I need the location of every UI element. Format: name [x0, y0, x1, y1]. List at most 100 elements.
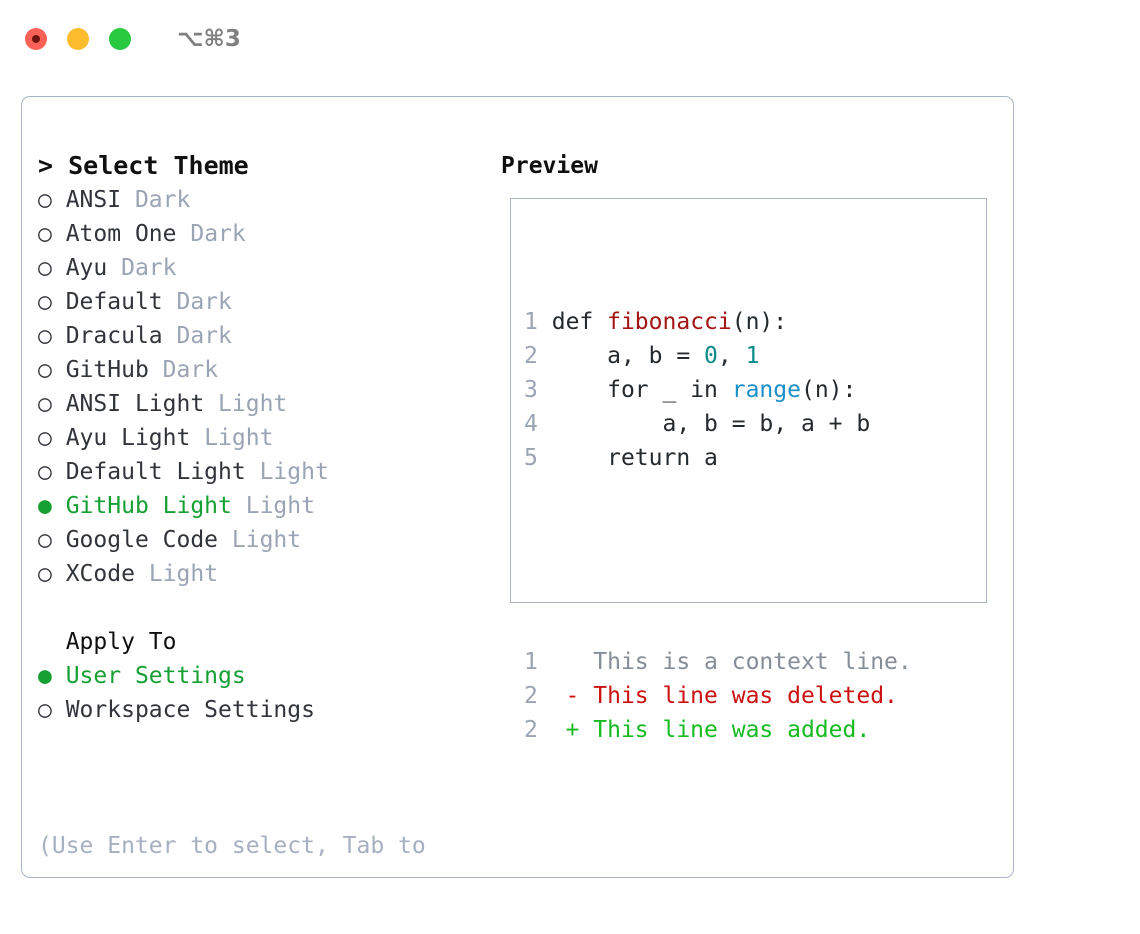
- theme-option-atom-one[interactable]: ○ Atom One Dark: [38, 217, 498, 251]
- theme-option-gap: [149, 357, 163, 383]
- apply-to-option-user-settings[interactable]: ● User Settings: [38, 659, 498, 693]
- code-diff-separator: [524, 543, 912, 577]
- theme-option-name: ANSI: [65, 187, 122, 213]
- theme-option-name: GitHub Light: [65, 493, 232, 519]
- theme-selector-column: > Select Theme ○ ANSI Dark○ Atom One Dar…: [38, 149, 498, 934]
- keyboard-hint: (Use Enter to select, Tab to change focu…: [38, 761, 458, 934]
- theme-option-name: Default Light: [65, 459, 246, 485]
- diff-line-number: 2: [524, 717, 538, 743]
- theme-option-name: XCode: [65, 561, 135, 587]
- code-token: 0: [704, 343, 718, 369]
- hint-spacer: [38, 727, 498, 761]
- theme-option-gap: [121, 187, 135, 213]
- code-gutter-gap: [538, 343, 552, 369]
- theme-option-google-code[interactable]: ○ Google Code Light: [38, 523, 498, 557]
- theme-option-gap: [246, 459, 260, 485]
- code-token: a, b = b, a + b: [551, 411, 871, 437]
- diff-line-number: 1: [524, 649, 538, 675]
- diff-line-del: 2 - This line was deleted.: [524, 679, 912, 713]
- code-token: 1: [745, 343, 760, 369]
- list-spacer: [38, 591, 498, 625]
- diff-marker: [538, 649, 593, 675]
- diff-text: This line was added.: [593, 717, 871, 743]
- radio-unselected-icon: ○: [38, 391, 66, 417]
- keyboard-shortcut-label: ⌥⌘3: [177, 26, 241, 52]
- theme-variant-tag: Light: [148, 561, 219, 587]
- radio-unselected-icon: ○: [38, 255, 66, 281]
- radio-unselected-icon: ○: [38, 323, 66, 349]
- theme-option-dracula[interactable]: ○ Dracula Dark: [38, 319, 498, 353]
- code-line-number: 1: [524, 309, 538, 335]
- theme-option-gap: [163, 323, 177, 349]
- code-line-number: 2: [524, 343, 538, 369]
- apply-to-option-name: User Settings: [65, 663, 246, 689]
- diff-sample: 1 This is a context line.2 - This line w…: [524, 645, 912, 747]
- theme-variant-tag: Dark: [162, 357, 219, 383]
- diff-text: This is a context line.: [593, 649, 912, 675]
- theme-option-gap: [163, 289, 177, 315]
- code-line: 3 for _ in range(n):: [524, 373, 912, 407]
- theme-variant-tag: Light: [218, 391, 288, 417]
- theme-option-gap: [204, 391, 218, 417]
- code-token: (n):: [800, 377, 857, 403]
- diff-text: This line was deleted.: [593, 683, 898, 709]
- theme-option-github-light[interactable]: ● GitHub Light Light: [38, 489, 498, 523]
- radio-unselected-icon: ○: [38, 357, 66, 383]
- radio-unselected-icon: ○: [38, 289, 66, 315]
- code-token: ,: [717, 343, 746, 369]
- keyboard-hint-line1: (Use Enter to select, Tab to: [38, 833, 426, 859]
- theme-option-default-light[interactable]: ○ Default Light Light: [38, 455, 498, 489]
- diff-line-ctx: 1 This is a context line.: [524, 645, 912, 679]
- code-gutter-gap: [538, 377, 552, 403]
- diff-marker: -: [537, 683, 594, 709]
- code-line-number: 5: [524, 445, 538, 471]
- preview-column: Preview 1 def fibonacci(n):2 a, b = 0, 1…: [501, 149, 1001, 743]
- theme-option-name: ANSI Light: [65, 391, 205, 417]
- theme-variant-tag: Dark: [190, 221, 246, 247]
- theme-option-xcode[interactable]: ○ XCode Light: [38, 557, 498, 591]
- code-token: for _ in: [551, 377, 732, 403]
- theme-option-github[interactable]: ○ GitHub Dark: [38, 353, 498, 387]
- diff-marker: +: [537, 717, 594, 743]
- theme-option-ansi[interactable]: ○ ANSI Dark: [38, 183, 498, 217]
- minimize-button-icon[interactable]: [67, 28, 89, 50]
- theme-option-ayu[interactable]: ○ Ayu Dark: [38, 251, 498, 285]
- theme-option-name: Ayu: [65, 255, 108, 281]
- theme-option-gap: [135, 561, 149, 587]
- theme-option-name: Default: [65, 289, 163, 315]
- radio-selected-icon: ●: [38, 493, 66, 519]
- code-gutter-gap: [538, 309, 552, 335]
- theme-option-gap: [218, 527, 232, 553]
- theme-variant-tag: Dark: [176, 323, 232, 349]
- title-bar: ⌥⌘3: [0, 0, 1140, 78]
- theme-option-ayu-light[interactable]: ○ Ayu Light Light: [38, 421, 498, 455]
- maximize-button-icon[interactable]: [109, 28, 131, 50]
- theme-option-default[interactable]: ○ Default Dark: [38, 285, 498, 319]
- theme-option-gap: [176, 221, 190, 247]
- code-line: 2 a, b = 0, 1: [524, 339, 912, 373]
- theme-option-ansi-light[interactable]: ○ ANSI Light Light: [38, 387, 498, 421]
- code-line: 4 a, b = b, a + b: [524, 407, 912, 441]
- apply-to-option-workspace-settings[interactable]: ○ Workspace Settings: [38, 693, 498, 727]
- code-token: a, b =: [551, 343, 705, 369]
- diff-line-number: 2: [524, 683, 538, 709]
- code-gutter-gap: [538, 445, 552, 471]
- radio-unselected-icon: ○: [38, 187, 66, 213]
- theme-variant-tag: Light: [245, 493, 315, 519]
- theme-variant-tag: Light: [204, 425, 274, 451]
- radio-unselected-icon: ○: [38, 561, 66, 587]
- theme-variant-tag: Dark: [176, 289, 232, 315]
- theme-option-gap: [232, 493, 246, 519]
- radio-unselected-icon: ○: [38, 221, 66, 247]
- code-token: def: [551, 309, 608, 335]
- code-token: range: [731, 377, 801, 403]
- code-token: fibonacci: [607, 309, 732, 335]
- theme-variant-tag: Dark: [121, 255, 177, 281]
- code-token: return a: [551, 445, 718, 471]
- close-button-icon[interactable]: [25, 28, 47, 50]
- theme-option-gap: [190, 425, 204, 451]
- main-panel: > Select Theme ○ ANSI Dark○ Atom One Dar…: [21, 96, 1014, 878]
